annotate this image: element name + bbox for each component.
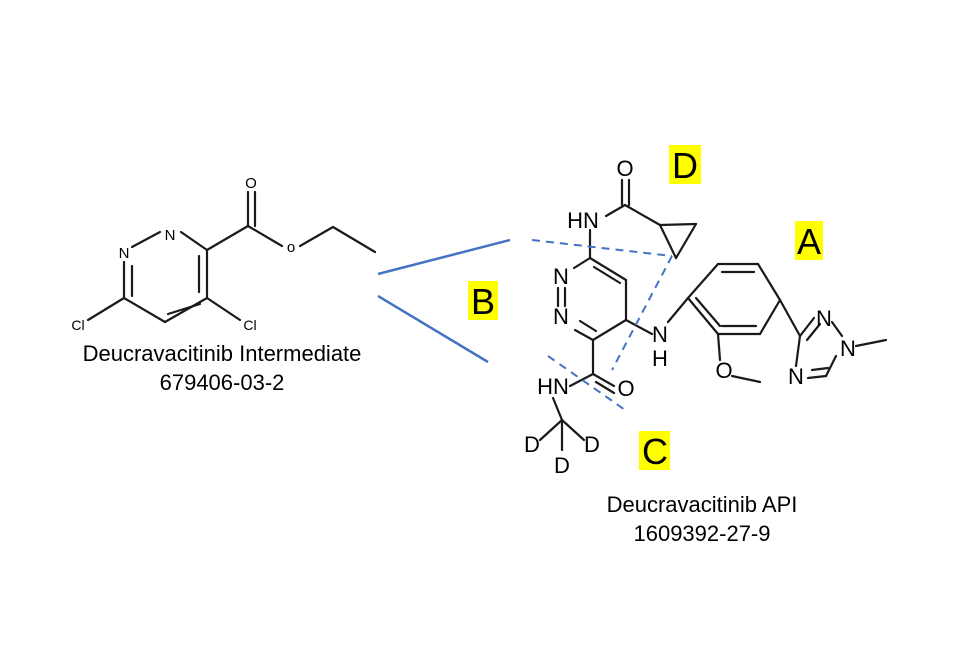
bond (666, 296, 690, 324)
bond (830, 320, 844, 338)
bond (331, 225, 377, 254)
bond (572, 256, 592, 270)
atom-deuterium-right: D (584, 432, 600, 457)
atom-hn-bottom: HN (537, 374, 569, 399)
atom-deuterium-bottom: D (554, 453, 570, 478)
bond (551, 396, 564, 422)
highlight-c (639, 431, 670, 470)
region-label-b: B (468, 281, 498, 322)
bond (588, 256, 628, 282)
bond (694, 296, 722, 328)
dashed-line-bottom (547, 355, 629, 413)
highlight-a (795, 221, 823, 260)
region-label-a: A (795, 221, 823, 262)
bond (538, 418, 564, 442)
region-a-text: A (797, 221, 821, 262)
bond (716, 332, 722, 362)
atom-h-amine: H (652, 346, 668, 371)
api-cas: 1609392-27-9 (633, 521, 770, 546)
connector-line-lower (377, 294, 489, 364)
atom-n-pyridazine-1: N (553, 264, 569, 289)
bond (686, 296, 720, 336)
atom-n-amine: N (652, 322, 668, 347)
bond (794, 334, 802, 368)
highlight-d (669, 145, 701, 184)
intermediate-name: Deucravacitinib Intermediate (83, 341, 362, 366)
bond (86, 296, 126, 322)
bond (854, 338, 888, 348)
bond (806, 374, 828, 380)
bond (798, 316, 816, 338)
bond (591, 372, 616, 388)
bond (163, 296, 209, 324)
bond (686, 262, 720, 300)
atom-o-ester: o (287, 239, 295, 256)
bond (758, 298, 782, 336)
atom-hn-top: HN (567, 208, 599, 233)
atom-cl-right: Cl (243, 317, 256, 333)
bond (205, 224, 250, 252)
bond (592, 265, 622, 285)
bond (674, 222, 698, 260)
region-d-text: D (672, 145, 698, 186)
dashed-line-diagonal (611, 255, 673, 371)
bond (179, 230, 209, 252)
intermediate-structure: O o N N Cl Cl (71, 175, 377, 333)
bond (122, 296, 167, 324)
intermediate-cas: 679406-03-2 (160, 370, 285, 395)
bond (130, 230, 162, 249)
api-structure: O HN N N N H O N N N HN O D D D (524, 156, 888, 478)
atom-deuterium-left: D (524, 432, 540, 457)
region-label-d: D (669, 145, 701, 186)
bond (166, 302, 202, 316)
atom-n-triazole-3: N (788, 364, 804, 389)
bond (805, 322, 822, 342)
atom-o-top: O (616, 156, 633, 181)
atom-o-methoxy: O (715, 358, 732, 383)
bond (658, 222, 698, 227)
bond (591, 318, 628, 342)
atom-n1: N (165, 227, 176, 244)
atom-o-amide: O (617, 376, 634, 401)
bond (246, 224, 284, 248)
connector-lines (377, 238, 511, 364)
bond (658, 223, 678, 260)
bond (594, 380, 616, 395)
highlight-b (468, 281, 498, 320)
bond (205, 296, 242, 322)
bond (623, 203, 662, 227)
bond (730, 374, 762, 384)
bond (824, 354, 838, 378)
atom-n-pyridazine-2: N (553, 304, 569, 329)
atom-n2: N (119, 245, 130, 262)
region-c-text: C (642, 431, 668, 472)
bond (298, 225, 335, 248)
bond (560, 418, 586, 442)
bond (604, 203, 627, 218)
bond (624, 318, 654, 336)
region-label-c: C (639, 431, 670, 472)
api-name: Deucravacitinib API (607, 492, 798, 517)
bond (756, 262, 782, 302)
atom-o-carbonyl: O (245, 175, 257, 192)
dashed-fragment-lines (531, 239, 673, 413)
bond (573, 328, 595, 342)
atom-cl-left: Cl (71, 317, 84, 333)
bond (578, 319, 598, 333)
atom-n-triazole-1: N (816, 306, 832, 331)
bond (568, 372, 595, 388)
connector-line-upper (377, 238, 511, 276)
bond (778, 298, 802, 338)
bond (810, 366, 830, 372)
atom-n-triazole-2: N (840, 336, 856, 361)
dashed-line-top (531, 239, 673, 257)
region-b-text: B (471, 281, 495, 322)
